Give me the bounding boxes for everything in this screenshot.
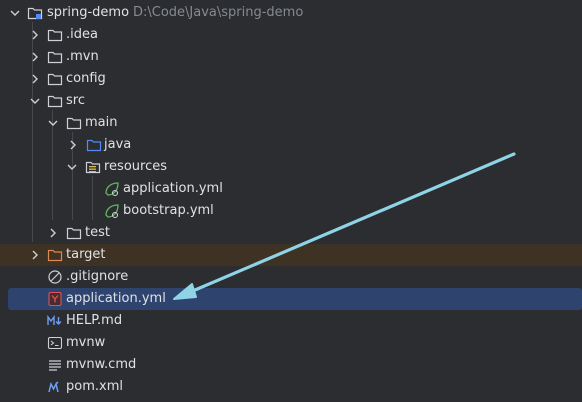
maven-icon: [48, 381, 59, 393]
tree-row-bootstrap-yml[interactable]: bootstrap.yml: [0, 200, 582, 222]
tree-row-gitignore[interactable]: .gitignore: [0, 266, 582, 288]
tree-row-application-yml[interactable]: application.yml: [8, 288, 582, 310]
markdown-file-icon: [47, 314, 62, 325]
chevron-right-icon[interactable]: [46, 226, 60, 240]
spring-config-file-icon: [105, 204, 119, 219]
tree-row-config[interactable]: config: [0, 68, 582, 90]
folder-icon: [47, 51, 63, 64]
text-file-icon: [49, 360, 61, 371]
tree-label: config: [66, 71, 106, 86]
chevron-down-icon[interactable]: [8, 6, 22, 20]
tree-label: test: [85, 225, 110, 240]
spring-config-file-icon: [105, 182, 119, 197]
chevron-down-icon[interactable]: [46, 116, 60, 130]
tree-row-mvn[interactable]: .mvn: [0, 46, 582, 68]
tree-row-java[interactable]: java: [0, 134, 582, 156]
project-name: spring-demo: [47, 5, 130, 20]
indent-guide: [32, 22, 33, 242]
tree-label: .gitignore: [66, 269, 129, 284]
tree-label: pom.xml: [66, 379, 123, 394]
tree-label: mvnw: [66, 335, 106, 350]
folder-icon: [47, 95, 63, 108]
tree-row-src[interactable]: src: [0, 90, 582, 112]
chevron-down-icon[interactable]: [28, 94, 42, 108]
tree-row-resources[interactable]: resources: [0, 156, 582, 178]
tree-row-test[interactable]: test: [0, 222, 582, 244]
chevron-right-icon[interactable]: [66, 138, 80, 152]
tree-label: src: [66, 93, 85, 108]
indent-guide: [52, 110, 53, 220]
tree-row-help-md[interactable]: HELP.md: [0, 310, 582, 332]
tree-row-target[interactable]: target: [0, 244, 582, 266]
chevron-right-icon[interactable]: [28, 248, 42, 262]
tree-label: .idea: [66, 27, 98, 42]
chevron-down-icon[interactable]: [65, 160, 79, 174]
tree-row-resources-application-yml[interactable]: application.yml: [0, 178, 582, 200]
folder-icon: [47, 29, 63, 42]
tree-label: main: [85, 115, 118, 130]
tree-row-pom-xml[interactable]: pom.xml: [0, 376, 582, 398]
tree-label: mvnw.cmd: [66, 357, 137, 372]
folder-icon: [66, 117, 82, 130]
tree-row-mvnw-cmd[interactable]: mvnw.cmd: [0, 354, 582, 376]
module-folder-icon: [27, 7, 43, 20]
tree-label: resources: [104, 159, 168, 174]
indent-guide: [72, 132, 73, 220]
tree-label: .mvn: [66, 49, 99, 64]
chevron-right-icon[interactable]: [28, 28, 42, 42]
tree-label: java: [104, 137, 132, 152]
tree-label: application.yml: [123, 181, 223, 196]
tree-label: target: [66, 247, 106, 262]
tree-row-project-root[interactable]: spring-demo D:\Code\Java\spring-demo: [0, 2, 582, 24]
source-folder-icon: [86, 139, 102, 152]
folder-icon: [66, 227, 82, 240]
tree-label: HELP.md: [66, 313, 123, 328]
project-path: D:\Code\Java\spring-demo: [133, 5, 304, 20]
yaml-file-icon: [48, 291, 62, 307]
tree-label: bootstrap.yml: [123, 203, 214, 218]
indent-guide: [92, 176, 93, 220]
excluded-folder-icon: [47, 249, 63, 262]
chevron-right-icon[interactable]: [28, 50, 42, 64]
resources-folder-icon: [85, 161, 101, 174]
tree-label: application.yml: [66, 291, 166, 306]
shell-script-icon: [47, 336, 63, 350]
tree-row-main[interactable]: main: [0, 112, 582, 134]
chevron-right-icon[interactable]: [28, 72, 42, 86]
tree-row-idea[interactable]: .idea: [0, 24, 582, 46]
tree-row-mvnw[interactable]: mvnw: [0, 332, 582, 354]
folder-icon: [47, 73, 63, 86]
ignore-file-icon: [48, 270, 62, 284]
